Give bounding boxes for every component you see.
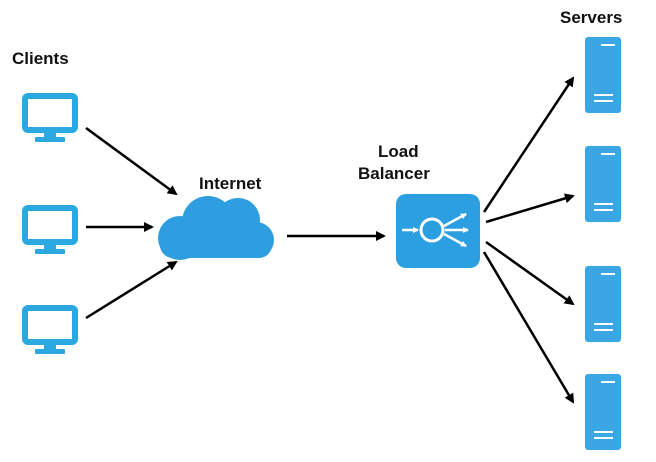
client-monitor-1: [22, 93, 78, 142]
arrow-client3-to-internet: [85, 260, 178, 320]
server-icon: [585, 374, 621, 450]
server-1: [585, 37, 621, 113]
server-4: [585, 374, 621, 450]
client-monitor-3: [22, 305, 78, 354]
load-balancer-label-line2: Balancer: [358, 164, 430, 183]
arrow-balancer-to-server2: [485, 193, 575, 224]
load-balancer-label-line1: Load: [378, 142, 419, 161]
internet-cloud: [158, 196, 274, 260]
load-balancer: [396, 194, 480, 268]
server-icon: [585, 266, 621, 342]
arrow-client1-to-internet: [85, 126, 178, 196]
server-2: [585, 146, 621, 222]
arrow-balancer-to-server4: [482, 251, 575, 404]
monitor-icon: [22, 93, 78, 142]
client-monitor-2: [22, 205, 78, 254]
monitor-icon: [22, 205, 78, 254]
clients-label: Clients: [12, 49, 69, 68]
monitor-icon: [22, 305, 78, 354]
server-3: [585, 266, 621, 342]
cloud-icon: [158, 196, 274, 260]
servers-label: Servers: [560, 8, 622, 27]
server-icon: [585, 146, 621, 222]
arrow-balancer-to-server3: [485, 240, 575, 306]
connections: [85, 76, 575, 404]
server-icon: [585, 37, 621, 113]
load-balancer-icon: [396, 194, 480, 268]
internet-label: Internet: [199, 174, 262, 193]
arrow-balancer-to-server1: [482, 76, 575, 213]
